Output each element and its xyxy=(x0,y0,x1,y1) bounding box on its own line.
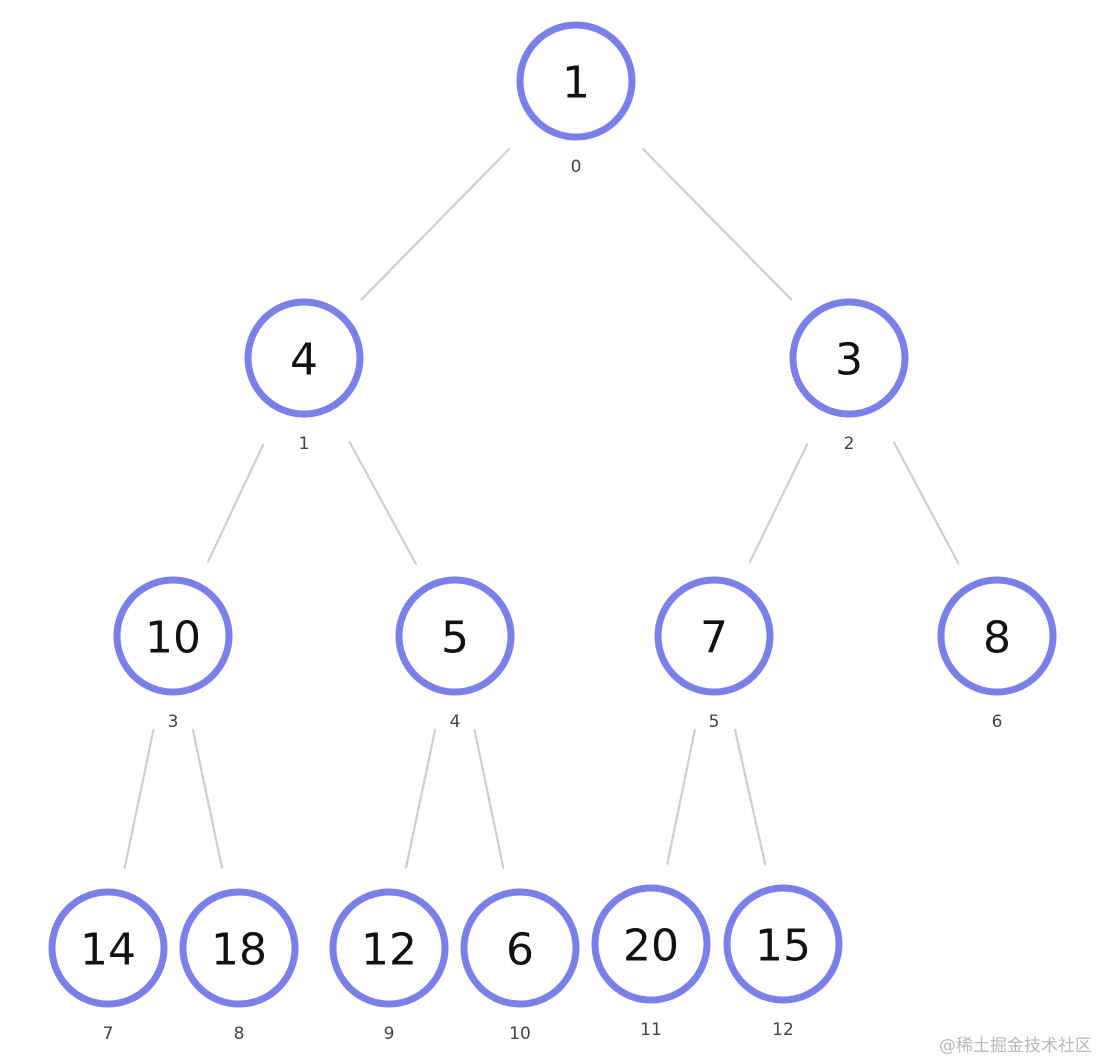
edge-5-11 xyxy=(666,728,696,865)
node-value: 7 xyxy=(700,613,728,664)
node-circle xyxy=(395,576,515,696)
node-index-label: 4 xyxy=(450,712,461,732)
heap-node-6: 86 xyxy=(937,576,1057,732)
edge-1-4 xyxy=(348,441,417,566)
node-circle xyxy=(937,576,1057,696)
node-circle xyxy=(329,888,449,1008)
heap-node-5: 75 xyxy=(654,576,774,732)
node-circle xyxy=(516,21,636,141)
heap-node-0: 10 xyxy=(516,21,636,177)
edge-5-12 xyxy=(733,728,767,866)
node-value: 18 xyxy=(211,925,267,976)
node-value: 5 xyxy=(441,613,469,664)
node-circle xyxy=(244,298,364,418)
node-value: 14 xyxy=(80,925,136,976)
edges-layer xyxy=(123,148,960,869)
edge-2-6 xyxy=(892,441,960,565)
edge-4-10 xyxy=(473,728,505,869)
node-index-label: 6 xyxy=(992,712,1003,732)
heap-node-10: 6 10 xyxy=(460,888,580,1044)
heap-node-9: 12 9 xyxy=(329,888,449,1044)
node-index-label: 7 xyxy=(103,1024,114,1044)
heap-node-3: 10 3 xyxy=(113,576,233,732)
node-circle xyxy=(460,888,580,1008)
node-index-label: 9 xyxy=(384,1024,395,1044)
node-circle xyxy=(48,888,168,1008)
node-index-label: 5 xyxy=(709,712,720,732)
edge-0-2 xyxy=(642,148,793,301)
heap-node-4: 54 xyxy=(395,576,515,732)
node-circle xyxy=(591,884,711,1004)
watermark-text: @稀土掘金技术社区 xyxy=(939,1036,1092,1056)
heap-node-2: 32 xyxy=(789,298,909,454)
heap-node-1: 41 xyxy=(244,298,364,454)
node-circle xyxy=(179,888,299,1008)
node-circle xyxy=(789,298,909,418)
node-circle xyxy=(723,884,843,1004)
heap-node-8: 18 8 xyxy=(179,888,299,1044)
edge-0-1 xyxy=(360,148,510,301)
heap-node-7: 14 7 xyxy=(48,888,168,1044)
node-circle xyxy=(113,576,233,696)
node-value: 4 xyxy=(290,335,318,386)
node-value: 1 xyxy=(562,58,590,109)
node-value: 12 xyxy=(361,925,417,976)
node-index-label: 3 xyxy=(168,712,179,732)
node-index-label: 1 xyxy=(299,434,310,454)
edge-4-9 xyxy=(404,728,437,869)
node-index-label: 2 xyxy=(844,434,855,454)
node-value: 6 xyxy=(506,925,534,976)
node-circle xyxy=(654,576,774,696)
edge-3-8 xyxy=(191,728,224,869)
edge-1-3 xyxy=(206,443,265,563)
node-index-label: 0 xyxy=(571,157,582,177)
node-value: 15 xyxy=(755,921,811,972)
node-value: 8 xyxy=(983,613,1011,664)
edge-2-5 xyxy=(748,443,809,564)
node-value: 20 xyxy=(623,921,679,972)
node-index-label: 12 xyxy=(772,1020,794,1040)
node-index-label: 11 xyxy=(640,1020,662,1040)
node-index-label: 10 xyxy=(509,1024,531,1044)
node-value: 10 xyxy=(145,613,201,664)
node-value: 3 xyxy=(835,335,863,386)
node-index-label: 8 xyxy=(234,1024,245,1044)
edge-3-7 xyxy=(123,728,155,869)
